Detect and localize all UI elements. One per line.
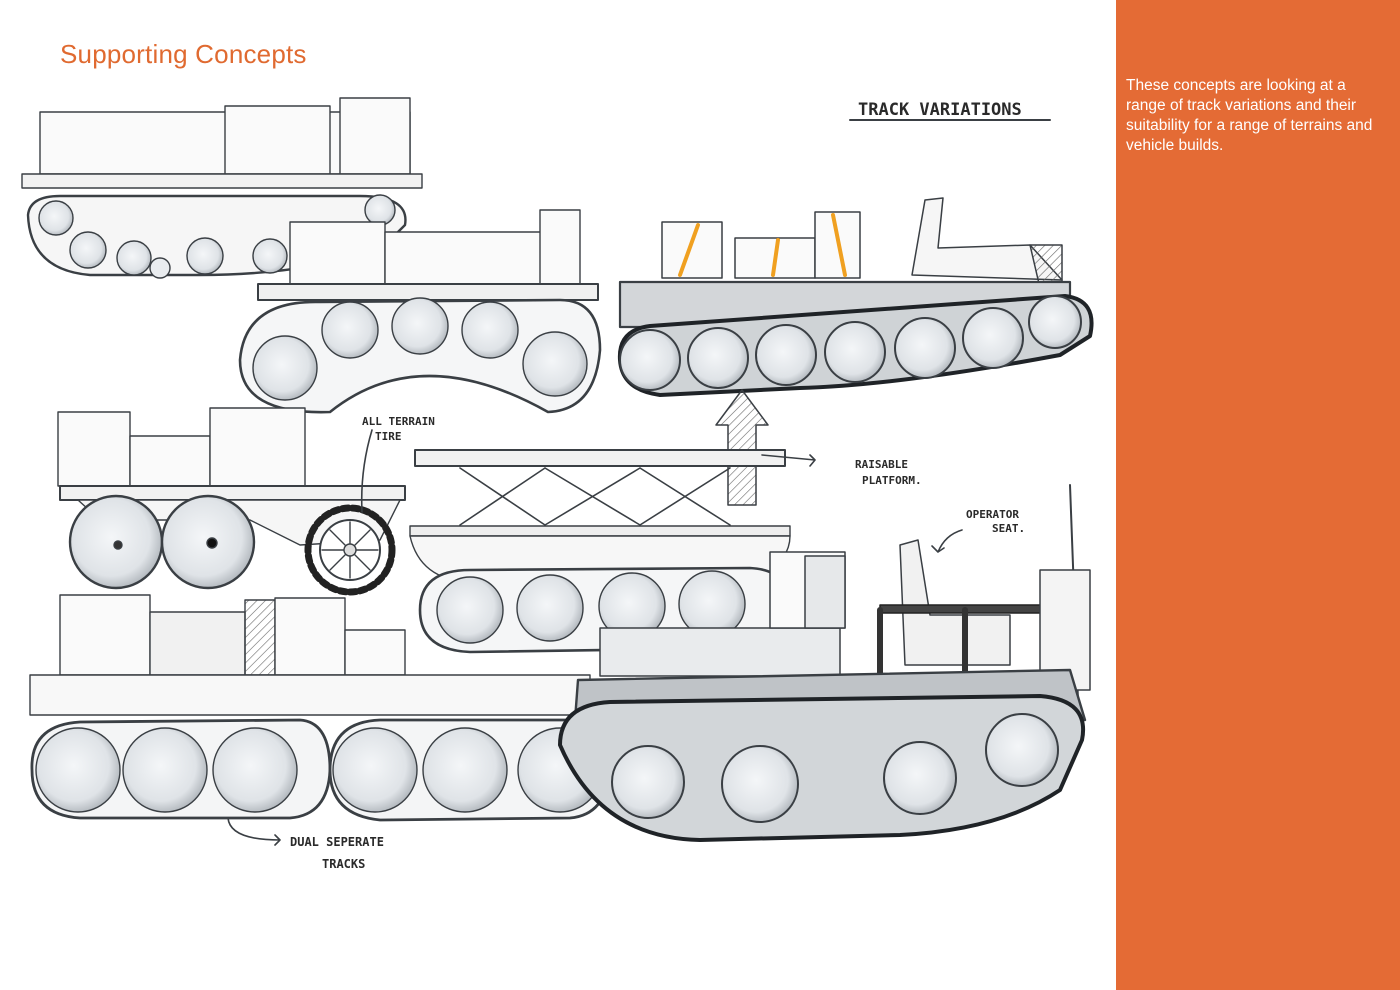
track-variations-sketch: TRACK VARIATIONS ALL TERRAIN TIRE RAISAB… — [21, 97, 1094, 871]
annotation-all-terrain-1: ALL TERRAIN — [362, 415, 435, 428]
side-panel-description: These concepts are looking at a range of… — [1126, 76, 1373, 154]
sketch-heading: TRACK VARIATIONS — [858, 100, 1022, 120]
annotation-all-terrain-2: TIRE — [375, 430, 402, 443]
side-panel: These concepts are looking at a range of… — [1116, 0, 1400, 990]
vehicle-sketch-2 — [238, 209, 602, 414]
annotation-dual-1: DUAL SEPERATE — [290, 835, 384, 849]
vehicle-sketch-4 — [57, 407, 406, 596]
annotation-seat-1: OPERATOR — [966, 508, 1019, 521]
annotation-dual-2: TRACKS — [322, 857, 365, 871]
annotation-platform-2: PLATFORM. — [862, 474, 922, 487]
vehicle-sketch-3 — [617, 197, 1094, 506]
annotation-platform-1: RAISABLE — [855, 458, 908, 471]
vehicle-sketch-6 — [29, 594, 612, 822]
vehicle-sketch-7 — [558, 484, 1091, 842]
annotation-seat-2: SEAT. — [992, 522, 1025, 535]
page-title: Supporting Concepts — [60, 39, 307, 70]
